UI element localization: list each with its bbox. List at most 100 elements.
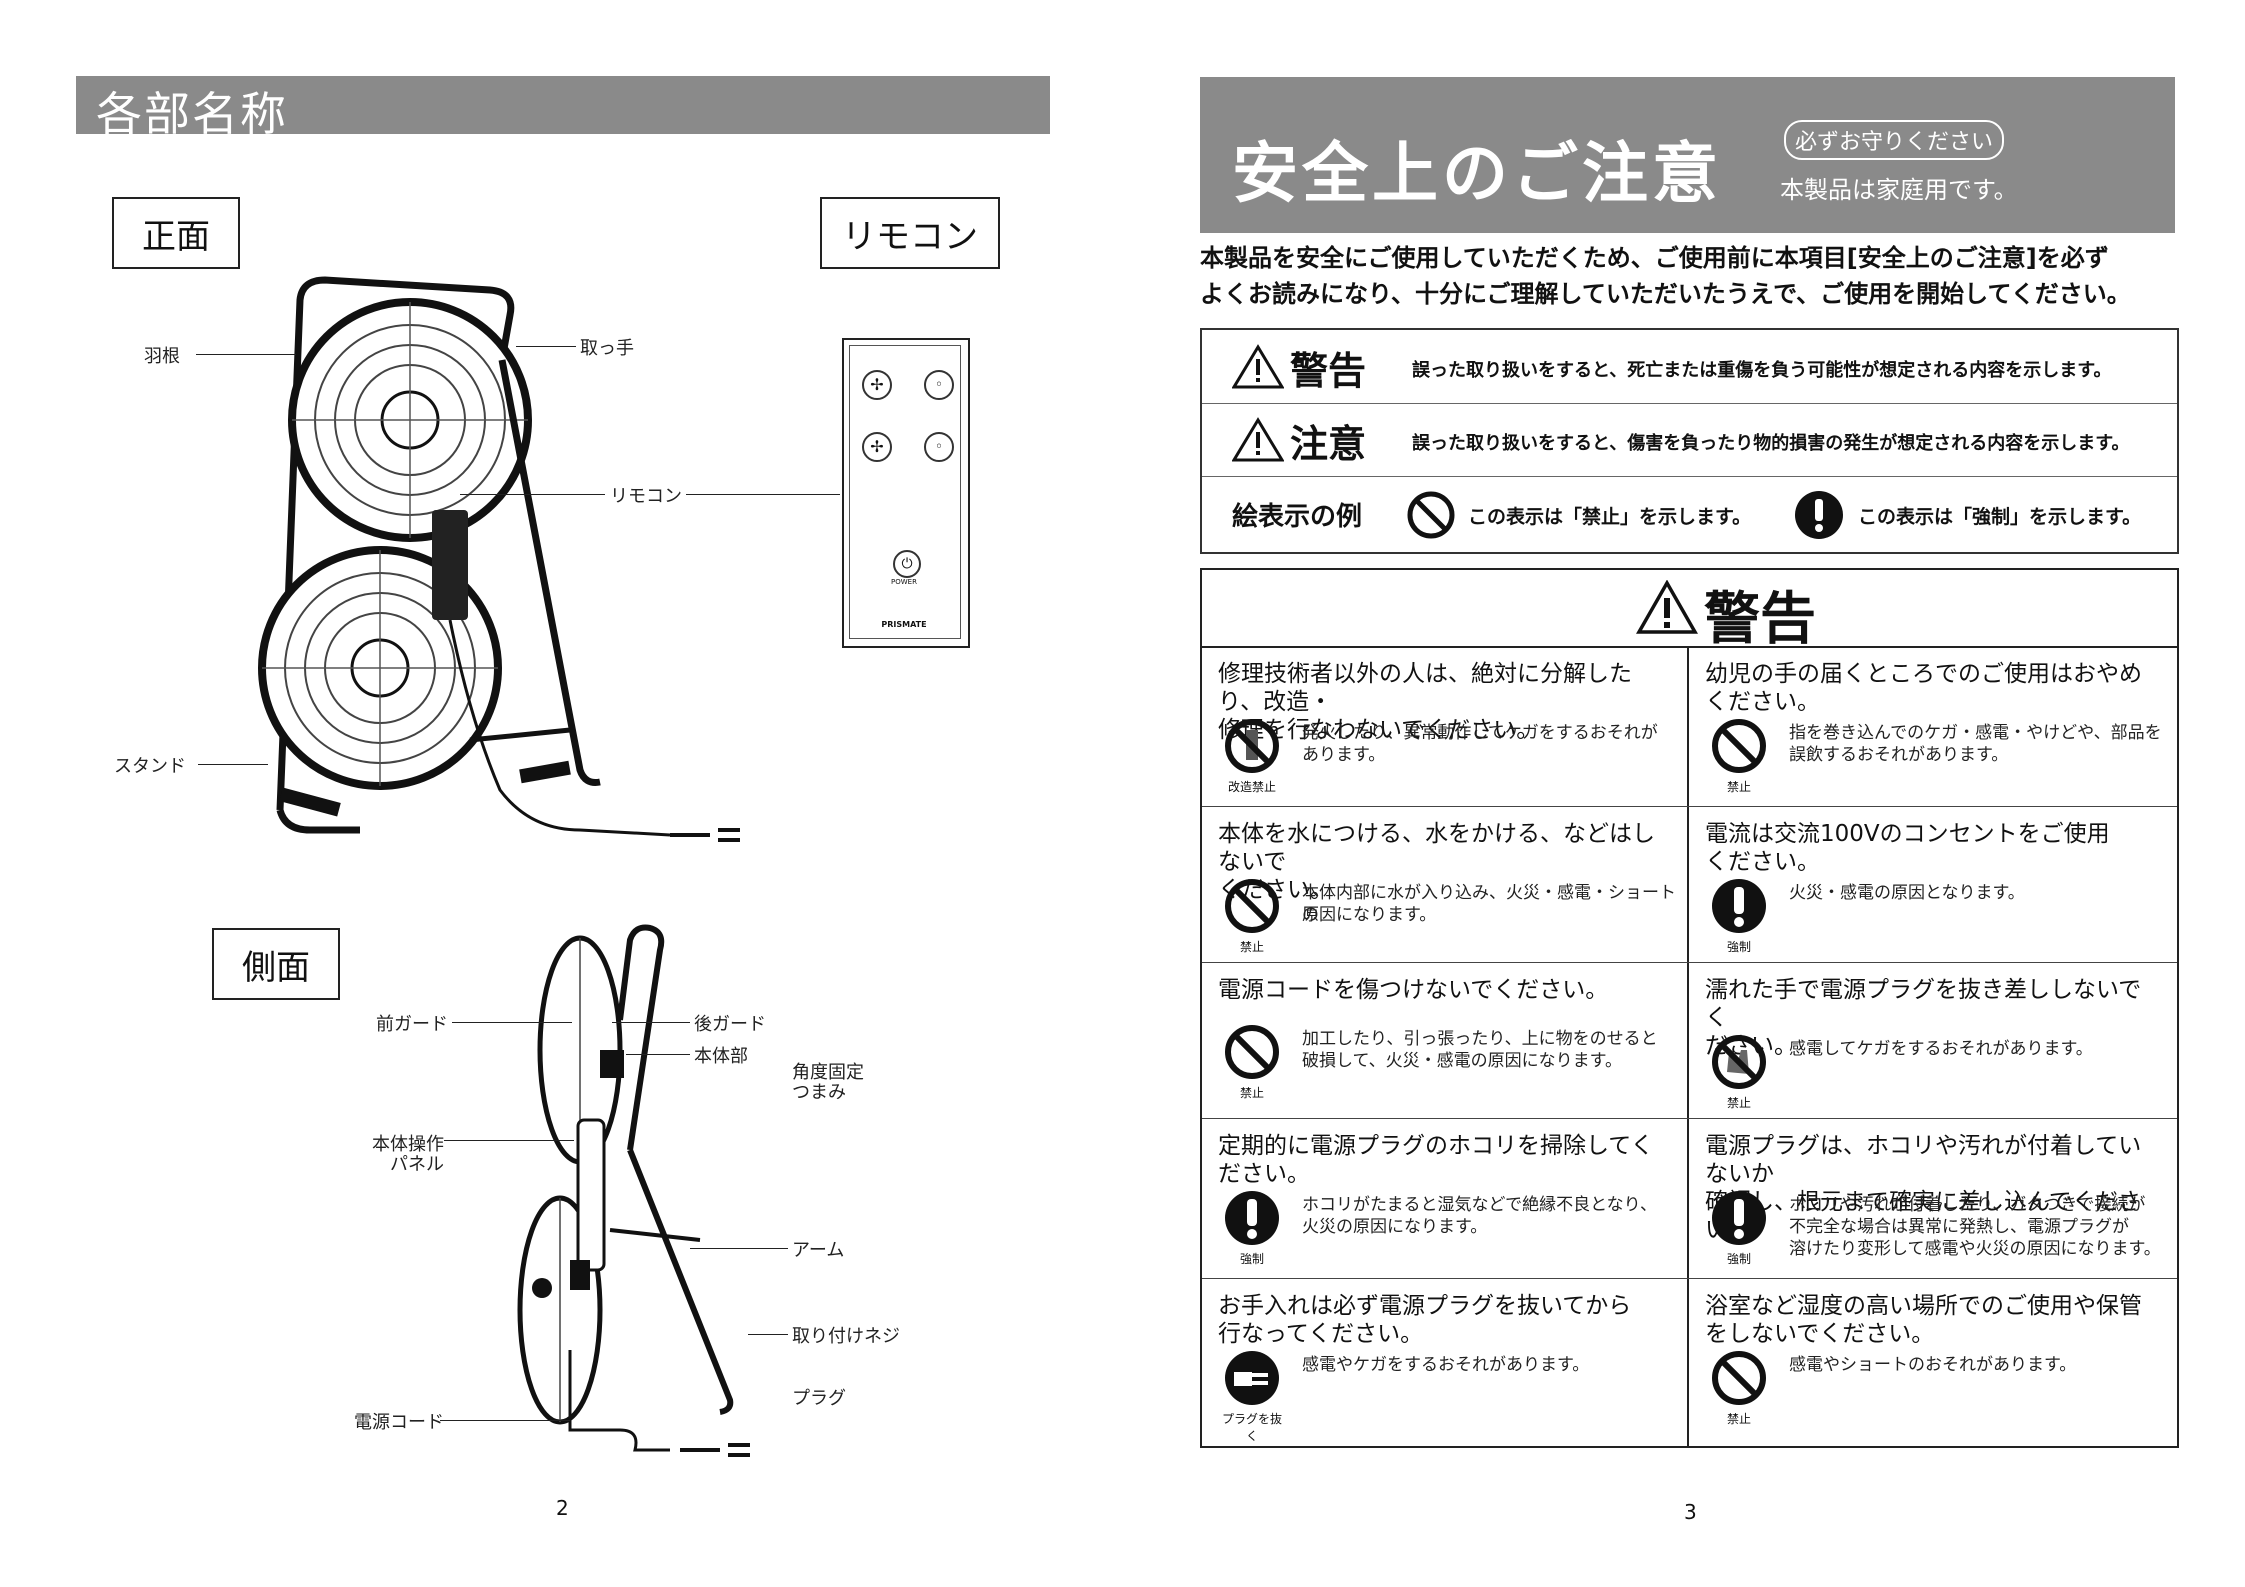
leader-line <box>198 764 268 765</box>
legend-mandatory-text: この表示は「強制」を示します。 <box>1858 506 2142 528</box>
warning-item: 本体を水につける、水をかける、などはしないでください。本体内部に水が入り込み、火… <box>1202 808 1687 962</box>
mandatory-icon <box>1795 491 1843 539</box>
leader-line <box>690 1248 788 1249</box>
callout-panel-2: パネル <box>390 1154 444 1175</box>
callout-cord: 電源コード <box>354 1412 444 1433</box>
warning-item-description: 破損して、火災・感電の原因になります。 <box>1302 1051 1622 1071</box>
warning-item: 幼児の手の届くところでのご使用はおやめください。指を巻き込んでのケガ・感電・やけ… <box>1689 648 2173 806</box>
warning-item-description: 感電してケガをするおそれがあります。 <box>1789 1039 2093 1059</box>
side-view-label: 側面 <box>212 928 340 1000</box>
warning-icon-caption: 禁止 <box>1726 1096 1751 1110</box>
callout-rear-guard: 後ガード <box>694 1014 766 1035</box>
safety-header <box>1200 77 2175 233</box>
leader-line <box>452 1022 572 1023</box>
column-divider <box>1687 646 1689 1446</box>
callout-front-guard: 前ガード <box>376 1014 448 1035</box>
legend-row-warning: 警告 誤った取り扱いをすると、死亡または重傷を負う可能性が想定される内容を示しま… <box>1202 330 2177 404</box>
section-header: 各部名称 <box>76 76 1050 141</box>
warning-item-description: 本体内部に水が入り込み、火災・感電・ショートの <box>1302 883 1676 925</box>
warning-table-header: 警告 <box>1202 570 2177 652</box>
warning-icon-caption: 禁止 <box>1239 1086 1264 1100</box>
warning-item-title-line: 定期的に電源プラグのホコリを掃除してく <box>1218 1133 1654 1159</box>
callout-stand: スタンド <box>114 756 186 777</box>
warning-item: 濡れた手で電源プラグを抜き差ししないでください。感電してケガをするおそれがありま… <box>1689 964 2173 1118</box>
page-number-right: 3 <box>1684 1500 1697 1524</box>
side-fan-illustration <box>517 924 750 1457</box>
warning-item-description: 溶けたり変形して感電や火災の原因になります。 <box>1789 1239 2161 1259</box>
warning-item-description: ホコリや汚れが付着したり、ガタつきで接続が <box>1789 1195 2146 1215</box>
remote-control-illustration: ✢ ◦ ✢ ◦ ⏻ POWER PRISMATE <box>842 338 970 648</box>
legend-row-examples: 絵表示の例 この表示は「禁止」を示します。 この表示は「強制」を示します。 <box>1202 476 2177 550</box>
warning-icon-caption: 強制 <box>1726 1252 1751 1266</box>
warning-triangle-icon <box>1636 580 1698 634</box>
section-title: 各部名称 <box>96 87 288 141</box>
warning-item-description: 火災・感電の原因となります。 <box>1789 883 2025 903</box>
warning-item-title-line: 濡れた手で電源プラグを抜き差ししないでく <box>1705 977 2142 1031</box>
prohibit-icon <box>1225 1025 1279 1079</box>
mandatory-icon <box>1225 1191 1279 1245</box>
remote-brand: PRISMATE <box>881 620 927 629</box>
warning-icon-caption: 禁止 <box>1239 940 1264 954</box>
callout-screw: 取り付けネジ <box>792 1326 900 1347</box>
callout-plug: プラグ <box>792 1388 846 1409</box>
warning-item-title-line: 電流は交流100Vのコンセントをご使用 <box>1705 821 2110 847</box>
warning-item: 電流は交流100Vのコンセントをご使用ください。火災・感電の原因となります。強制 <box>1689 808 2173 962</box>
legend-box: 警告 誤った取り扱いをすると、死亡または重傷を負う可能性が想定される内容を示しま… <box>1200 328 2179 554</box>
legend-prohibit-text: この表示は「禁止」を示します。 <box>1468 506 1752 528</box>
unplug-icon <box>1225 1351 1279 1405</box>
warning-item-title-line: 本体を水につける、水をかける、などはしないで <box>1218 821 1655 875</box>
no-disassembly-icon <box>1225 719 1279 773</box>
warning-item-title-line: ください。 <box>1705 689 1820 715</box>
timer-button-icon: ◦ <box>924 370 954 400</box>
callout-arm: アーム <box>792 1240 845 1261</box>
leader-line <box>748 1334 788 1335</box>
warning-item-description: 原因になります。 <box>1302 905 1437 925</box>
warning-table-title: 警告 <box>1704 587 1816 652</box>
callout-remote: リモコン <box>610 486 682 507</box>
warning-item-title-line: ください。 <box>1705 849 1820 875</box>
row-divider <box>1202 806 2177 807</box>
mandatory-icon <box>1712 1191 1766 1245</box>
callout-angle-knob-2: つまみ <box>792 1082 846 1103</box>
leader-line <box>440 1420 570 1421</box>
leader-line <box>444 1140 574 1141</box>
leader-line <box>516 346 576 347</box>
callout-blade: 羽根 <box>144 346 180 367</box>
legend-row-caution: 注意 誤った取り扱いをすると、傷害を負ったり物的損害の発生が想定される内容を示し… <box>1202 403 2177 477</box>
warning-item-description: 感電やケガをするおそれがあります。 <box>1302 1355 1590 1375</box>
warning-item-title-line: 電源コードを傷つけないでください。 <box>1218 977 1609 1003</box>
warning-item-title-line: 電源プラグは、ホコリや汚れが付着していないか <box>1705 1133 2142 1187</box>
callout-body: 本体部 <box>694 1046 748 1067</box>
warning-item: 電源コードを傷つけないでください。加工したり、引っ張ったり、上に物をのせると破損… <box>1202 964 1687 1118</box>
warning-item-title-line: ださい。 <box>1218 1161 1310 1187</box>
warning-icon-caption: 強制 <box>1239 1252 1264 1266</box>
warning-icon-caption: 強制 <box>1726 940 1751 954</box>
leader-line <box>626 1054 690 1055</box>
leader-line <box>460 494 605 495</box>
intro-text: 本製品を安全にご使用していただくため、ご使用前に本項目[安全上のご注意]を必ず … <box>1200 240 2185 312</box>
warning-table: 警告 修理技術者以外の人は、絶対に分解したり、改造・修理を行なわないでください。… <box>1200 568 2179 1448</box>
warning-item: お手入れは必ず電源プラグを抜いてから行なってください。感電やケガをするおそれがあ… <box>1202 1280 1687 1446</box>
callout-panel-1: 本体操作 <box>372 1134 444 1155</box>
safety-title: 安全上のご注意 <box>1232 135 1722 212</box>
warning-item-description: 不完全な場合は異常に発熱し、電源プラグが <box>1789 1217 2129 1237</box>
power-label: POWER <box>891 578 917 586</box>
page-number-left: 2 <box>556 1496 569 1520</box>
warning-icon-caption: プラグを抜く <box>1221 1412 1282 1443</box>
warning-item: 修理技術者以外の人は、絶対に分解したり、改造・修理を行なわないでください。発火し… <box>1202 648 1687 806</box>
warning-item: 定期的に電源プラグのホコリを掃除してください。ホコリがたまると湿気などで絶縁不良… <box>1202 1120 1687 1278</box>
leader-line <box>196 354 296 355</box>
warning-item-description: 感電やショートのおそれがあります。 <box>1789 1355 2077 1375</box>
household-notice: 本製品は家庭用です。 <box>1780 176 2018 204</box>
intro-line-1: 本製品を安全にご使用していただくため、ご使用前に本項目[安全上のご注意]を必ず <box>1200 244 2109 272</box>
must-follow-badge: 必ずお守りください <box>1784 120 2004 160</box>
warning-triangle-icon <box>1232 344 1284 389</box>
prohibit-icon <box>1225 879 1279 933</box>
warning-item-title-line: をしないでください。 <box>1705 1321 1935 1347</box>
prohibit-icon <box>1712 1351 1766 1405</box>
row-divider <box>1202 962 2177 963</box>
mode-button-icon: ◦ <box>924 432 954 462</box>
remote-label: リモコン <box>820 197 1000 269</box>
warning-item-title-line: 修理技術者以外の人は、絶対に分解したり、改造・ <box>1218 661 1632 715</box>
warning-item-description: 誤飲するおそれがあります。 <box>1789 745 2009 765</box>
